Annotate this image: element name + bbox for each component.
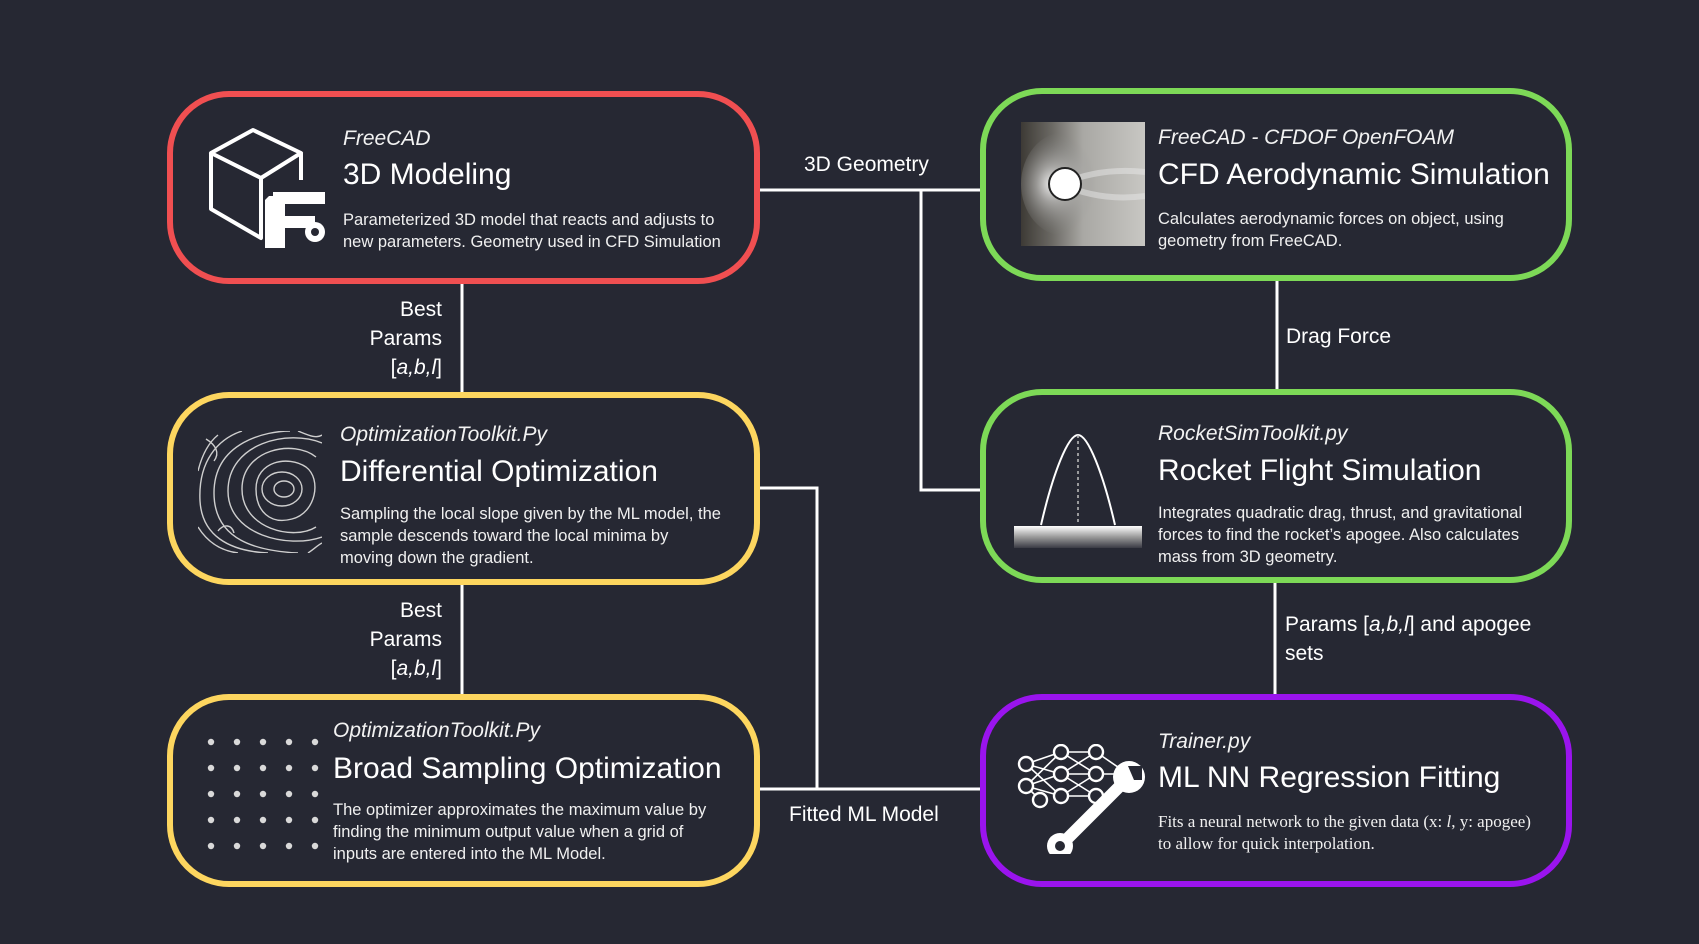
- best-params-2-close: ]: [436, 657, 442, 680]
- connector-fitted: [757, 486, 819, 791]
- cfd-title: CFD Aerodynamic Simulation: [1158, 158, 1550, 191]
- diffopt-tool-name: OptimizationToolkit.Py: [340, 423, 547, 446]
- grid-dot: [207, 842, 215, 850]
- params-apogee-pre: Params [: [1285, 613, 1370, 636]
- best-params-1-close: ]: [436, 356, 442, 379]
- grid-dot: [207, 816, 215, 824]
- cfd-simulation-box: FreeCAD - CFDOF OpenFOAM CFD Aerodynamic…: [980, 88, 1572, 281]
- grid-dot: [259, 816, 267, 824]
- best-params-2-open: [: [390, 657, 397, 680]
- broad-sampling-optimization-box: OptimizationToolkit.Py Broad Sampling Op…: [167, 694, 760, 887]
- ml-description: Fits a neural network to the given data …: [1158, 811, 1538, 855]
- connector-geometry-rocket: [919, 190, 980, 492]
- freecad-cube-icon: [203, 120, 331, 248]
- grid-dot: [285, 764, 293, 772]
- differential-optimization-box: OptimizationToolkit.Py Differential Opti…: [167, 392, 760, 585]
- grid-dot: [285, 816, 293, 824]
- grid-dot: [259, 842, 267, 850]
- grid-dot: [233, 764, 241, 772]
- label-3d-geometry: 3D Geometry: [804, 153, 929, 176]
- label-best-params-2: Best Params [a,b,l]: [342, 596, 442, 683]
- grid-dot: [285, 842, 293, 850]
- best-params-2-var-list: a,b,l: [396, 657, 437, 680]
- rocket-tool-name: RocketSimToolkit.py: [1158, 422, 1348, 445]
- grid-dot: [233, 816, 241, 824]
- broad-tool-name: OptimizationToolkit.Py: [333, 719, 540, 742]
- diffopt-title: Differential Optimization: [340, 455, 658, 488]
- label-best-params-1: Best Params [a,b,l]: [342, 295, 442, 382]
- freecad-title: 3D Modeling: [343, 158, 512, 191]
- params-apogee-post: ] and apogee: [1408, 613, 1532, 636]
- cfd-flow-image: [1021, 122, 1146, 246]
- grid-dot: [233, 790, 241, 798]
- best-params-2-vars: [a,b,l]: [342, 654, 442, 683]
- params-apogee-line1: Params [a,b,l] and apogee: [1285, 610, 1531, 639]
- grid-dot: [285, 738, 293, 746]
- grid-dot: [207, 738, 215, 746]
- freecad-3d-modeling-box: FreeCAD 3D Modeling Parameterized 3D mod…: [167, 91, 760, 284]
- ml-tool-name: Trainer.py: [1158, 730, 1251, 753]
- label-fitted-ml-model: Fitted ML Model: [789, 803, 939, 826]
- best-params-1-open: [: [390, 356, 397, 379]
- ml-title: ML NN Regression Fitting: [1158, 761, 1501, 794]
- grid-dot: [311, 816, 319, 824]
- ml-description-pre: Fits a neural network to the given data …: [1158, 812, 1447, 831]
- grid-dot: [233, 842, 241, 850]
- grid-dot: [259, 764, 267, 772]
- freecad-tool-name: FreeCAD: [343, 127, 431, 150]
- contour-map-icon: [197, 430, 323, 554]
- freecad-description: Parameterized 3D model that reacts and a…: [343, 211, 721, 251]
- best-params-2-line2: Params: [369, 628, 442, 651]
- neural-network-wrench-icon: [1016, 743, 1156, 859]
- grid-dot: [259, 790, 267, 798]
- grid-dot: [311, 842, 319, 850]
- diffopt-description: Sampling the local slope given by the ML…: [340, 505, 721, 567]
- broad-description: The optimizer approximates the maximum v…: [333, 801, 707, 863]
- cfd-description: Calculates aerodynamic forces on object,…: [1158, 210, 1504, 250]
- best-params-1-line1: Best: [399, 298, 442, 321]
- grid-dot: [285, 790, 293, 798]
- ml-description-post: , y: apogee) to allow for quick interpol…: [1158, 812, 1531, 853]
- rocket-title: Rocket Flight Simulation: [1158, 454, 1482, 487]
- grid-dot: [259, 738, 267, 746]
- trajectory-arc-icon: [1013, 433, 1143, 553]
- rocket-description: Integrates quadratic drag, thrust, and g…: [1158, 504, 1523, 566]
- grid-dot: [311, 790, 319, 798]
- grid-dot: [233, 738, 241, 746]
- grid-dot: [311, 738, 319, 746]
- best-params-1-vars: [a,b,l]: [342, 353, 442, 382]
- label-params-and-apogee: Params [a,b,l] and apogee sets: [1285, 610, 1531, 668]
- best-params-1-var-list: a,b,l: [396, 356, 437, 379]
- grid-dot: [207, 764, 215, 772]
- best-params-2-line1: Best: [399, 599, 442, 622]
- ml-regression-box: Trainer.py ML NN Regression Fitting Fits…: [980, 694, 1572, 887]
- cfd-tool-name: FreeCAD - CFDOF OpenFOAM: [1158, 126, 1454, 149]
- best-params-1-line2: Params: [369, 327, 442, 350]
- broad-title: Broad Sampling Optimization: [333, 752, 722, 785]
- params-apogee-line2: sets: [1285, 642, 1324, 665]
- grid-dot: [207, 790, 215, 798]
- dot-grid-icon: [203, 734, 323, 854]
- label-drag-force: Drag Force: [1286, 325, 1392, 348]
- rocket-flight-simulation-box: RocketSimToolkit.py Rocket Flight Simula…: [980, 389, 1572, 583]
- ml-description-var: l: [1446, 812, 1452, 831]
- params-apogee-vars: a,b,l: [1369, 613, 1409, 636]
- grid-dot: [311, 764, 319, 772]
